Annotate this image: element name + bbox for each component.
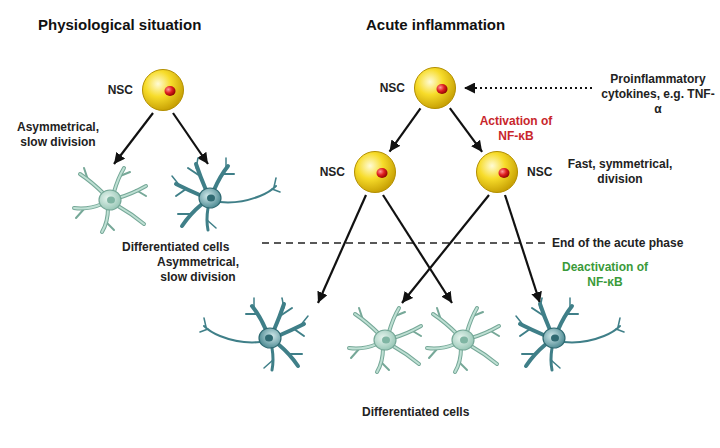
text-label: Activation of NF-κB [478, 114, 554, 144]
node-label: NSC [320, 165, 345, 179]
division-arrow [390, 108, 421, 151]
stem-cell: NSC [353, 150, 397, 194]
text-label: Proinflammatory cytokines, e.g. TNF-α [598, 72, 718, 117]
stem-cell: NSC [141, 68, 185, 112]
node-label: NSC [380, 81, 405, 95]
cell-sphere [353, 150, 397, 194]
cell-sphere [413, 66, 457, 110]
node-label: NSC [527, 165, 552, 179]
text-label: Physiological situation [38, 16, 201, 35]
text-label: Fast, symmetrical, division [558, 157, 682, 187]
astrocyte [74, 168, 146, 232]
text-label: Acute inflammation [366, 16, 505, 35]
cell-sphere [141, 68, 185, 112]
stem-cell: NSC [413, 66, 457, 110]
text-label: Asymmetrical, slow division [6, 120, 110, 150]
stem-cell: NSC [475, 150, 519, 194]
cell-sphere [475, 150, 519, 194]
astrocyte [427, 308, 499, 372]
division-arrow [450, 108, 482, 152]
text-label: Asymmetrical, slow division [148, 255, 248, 285]
text-label: End of the acute phase [552, 236, 683, 251]
text-label: Differentiated cells [362, 405, 469, 420]
neuron [172, 158, 280, 230]
astrocyte [349, 308, 421, 372]
neuron [200, 298, 308, 370]
text-label: Deactivation of NF-κB [560, 260, 650, 290]
node-label: NSC [108, 83, 133, 97]
text-label: Differentiated cells [122, 240, 229, 255]
neuron [516, 298, 624, 370]
